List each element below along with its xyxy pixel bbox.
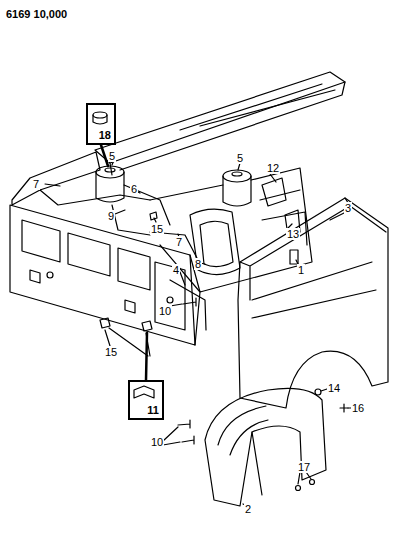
callout-number: 10 <box>158 305 172 317</box>
callout-number: 2 <box>244 503 252 515</box>
callout-number: 17 <box>297 461 311 473</box>
callout-number: 12 <box>266 162 280 174</box>
callout-number: 4 <box>172 264 180 276</box>
callout-number: 3 <box>344 202 352 214</box>
figure-number: 6169 10,000 <box>5 8 68 20</box>
callout-number: 1 <box>297 264 305 276</box>
callout-number: 15 <box>104 346 118 358</box>
callout-number: 14 <box>327 382 341 394</box>
callout-number: 6 <box>130 183 138 195</box>
callout-number: 9 <box>107 210 115 222</box>
callout-number: 11 <box>147 404 159 416</box>
inset-box: 11 <box>128 380 164 420</box>
callout-number: 15 <box>150 223 164 235</box>
callout-number: 13 <box>286 228 300 240</box>
callout-number: 10 <box>150 436 164 448</box>
callout-number: 18 <box>99 129 111 141</box>
callout-number: 5 <box>236 152 244 164</box>
callout-number: 7 <box>32 178 40 190</box>
callout-number: 8 <box>194 258 202 270</box>
inset-box: 18 <box>86 103 116 145</box>
callout-number: 7 <box>175 236 183 248</box>
callout-number: 16 <box>351 402 365 414</box>
callout-number: 5 <box>108 150 116 162</box>
